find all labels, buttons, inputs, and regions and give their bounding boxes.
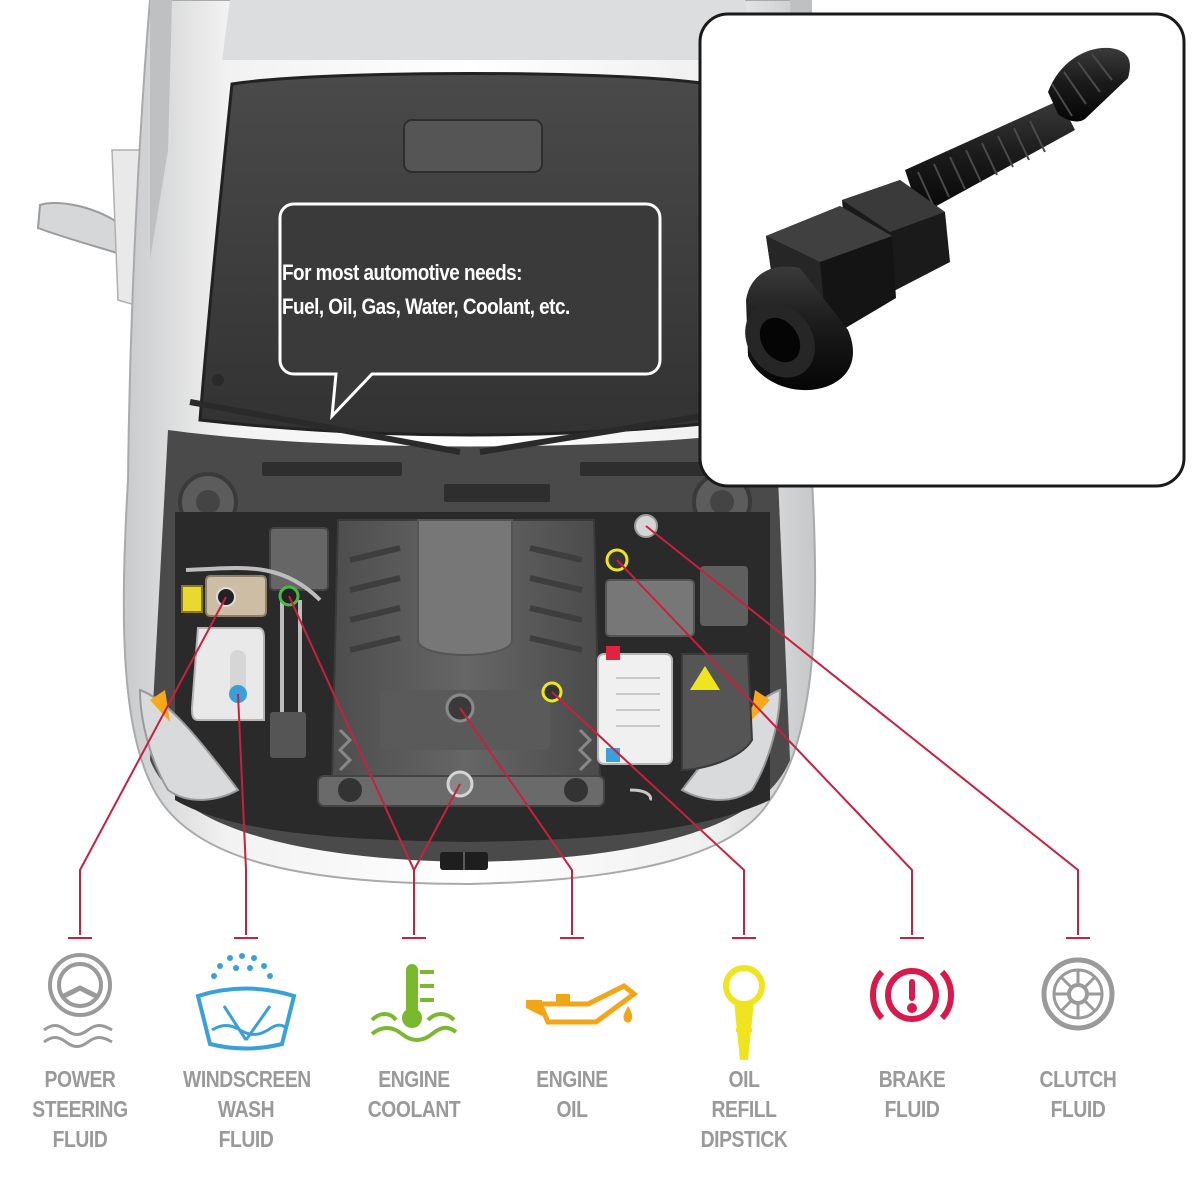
windscreen-wash-icon [195, 953, 297, 1051]
product-photo-inset [698, 12, 1186, 488]
label-engine-coolant: ENGINE COOLANT [367, 1066, 461, 1122]
steering-wheel-icon [43, 953, 113, 1048]
callout-line-1: For most automotive needs: [282, 260, 522, 285]
clutch-disc-icon [1041, 957, 1115, 1031]
oil-can-icon [526, 983, 639, 1025]
label-power-steering-fluid: POWER STEERING FLUID [32, 1066, 128, 1152]
coolant-thermometer-icon [370, 964, 458, 1042]
callout-text: For most automotive needs: Fuel, Oil, Ga… [282, 256, 609, 324]
label-brake-fluid: BRAKE FLUID [878, 1066, 946, 1122]
connector-lines [68, 525, 1090, 939]
label-engine-oil: ENGINE OIL [536, 1066, 608, 1122]
callout-line-2: Fuel, Oil, Gas, Water, Coolant, etc. [282, 294, 570, 319]
callout-bubble [278, 202, 662, 421]
label-oil-refill-dipstick: OIL REFILL DIPSTICK [700, 1066, 788, 1152]
brake-warning-icon [870, 968, 954, 1022]
an-fitting-photo [745, 47, 1130, 391]
label-windscreen-wash-fluid: WINDSCREEN WASH FLUID [183, 1066, 311, 1152]
dipstick-icon [723, 965, 765, 1060]
label-clutch-fluid: CLUTCH FLUID [1039, 1066, 1117, 1122]
